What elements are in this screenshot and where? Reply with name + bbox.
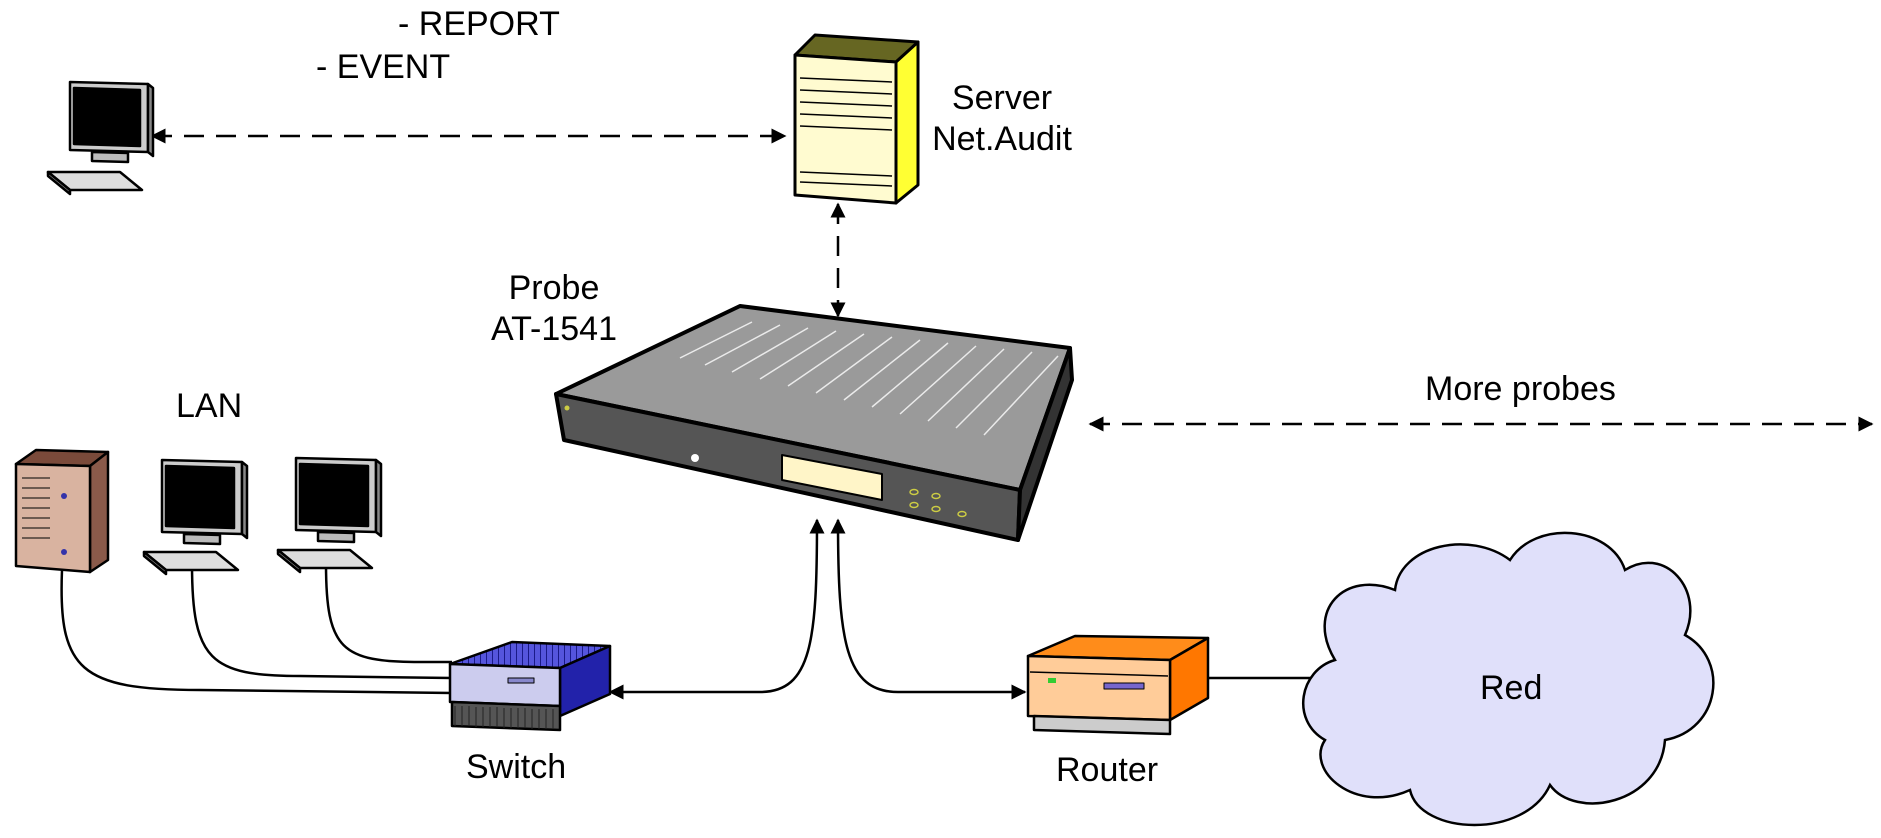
router-label: Router xyxy=(1056,751,1159,789)
monitor-icon xyxy=(142,458,249,576)
probe-label-line2: AT-1541 xyxy=(490,309,617,348)
probe-label-line1: Probe xyxy=(508,269,600,307)
cable-pc2-switch xyxy=(324,563,452,664)
lan-label: LAN xyxy=(176,387,243,425)
event-label: - EVENT xyxy=(316,48,451,86)
router-icon xyxy=(1026,634,1210,736)
cloud-label: Red xyxy=(1480,669,1543,707)
monitor-icon xyxy=(276,456,383,574)
server-label: Server Net.Audit xyxy=(922,78,1082,160)
tower-pc-icon xyxy=(14,448,110,574)
report-label: - REPORT xyxy=(398,5,560,43)
cable-pc1-switch xyxy=(190,563,453,680)
monitor-icon xyxy=(46,80,155,196)
server-label-line2: Net.Audit xyxy=(932,119,1072,158)
connections xyxy=(60,128,1874,700)
cloud-icon xyxy=(1301,531,1715,827)
more-probes-label: More probes xyxy=(1425,370,1616,408)
probe-device-icon xyxy=(554,304,1074,542)
probe-label: Probe AT-1541 xyxy=(474,268,634,350)
switch-icon xyxy=(448,640,612,732)
switch-label: Switch xyxy=(466,748,567,786)
cable-tower-switch xyxy=(60,569,453,695)
switch-probe-link xyxy=(608,518,825,700)
probe-router-link xyxy=(830,518,1027,700)
server-icon xyxy=(793,33,920,205)
server-label-line1: Server xyxy=(951,79,1053,117)
